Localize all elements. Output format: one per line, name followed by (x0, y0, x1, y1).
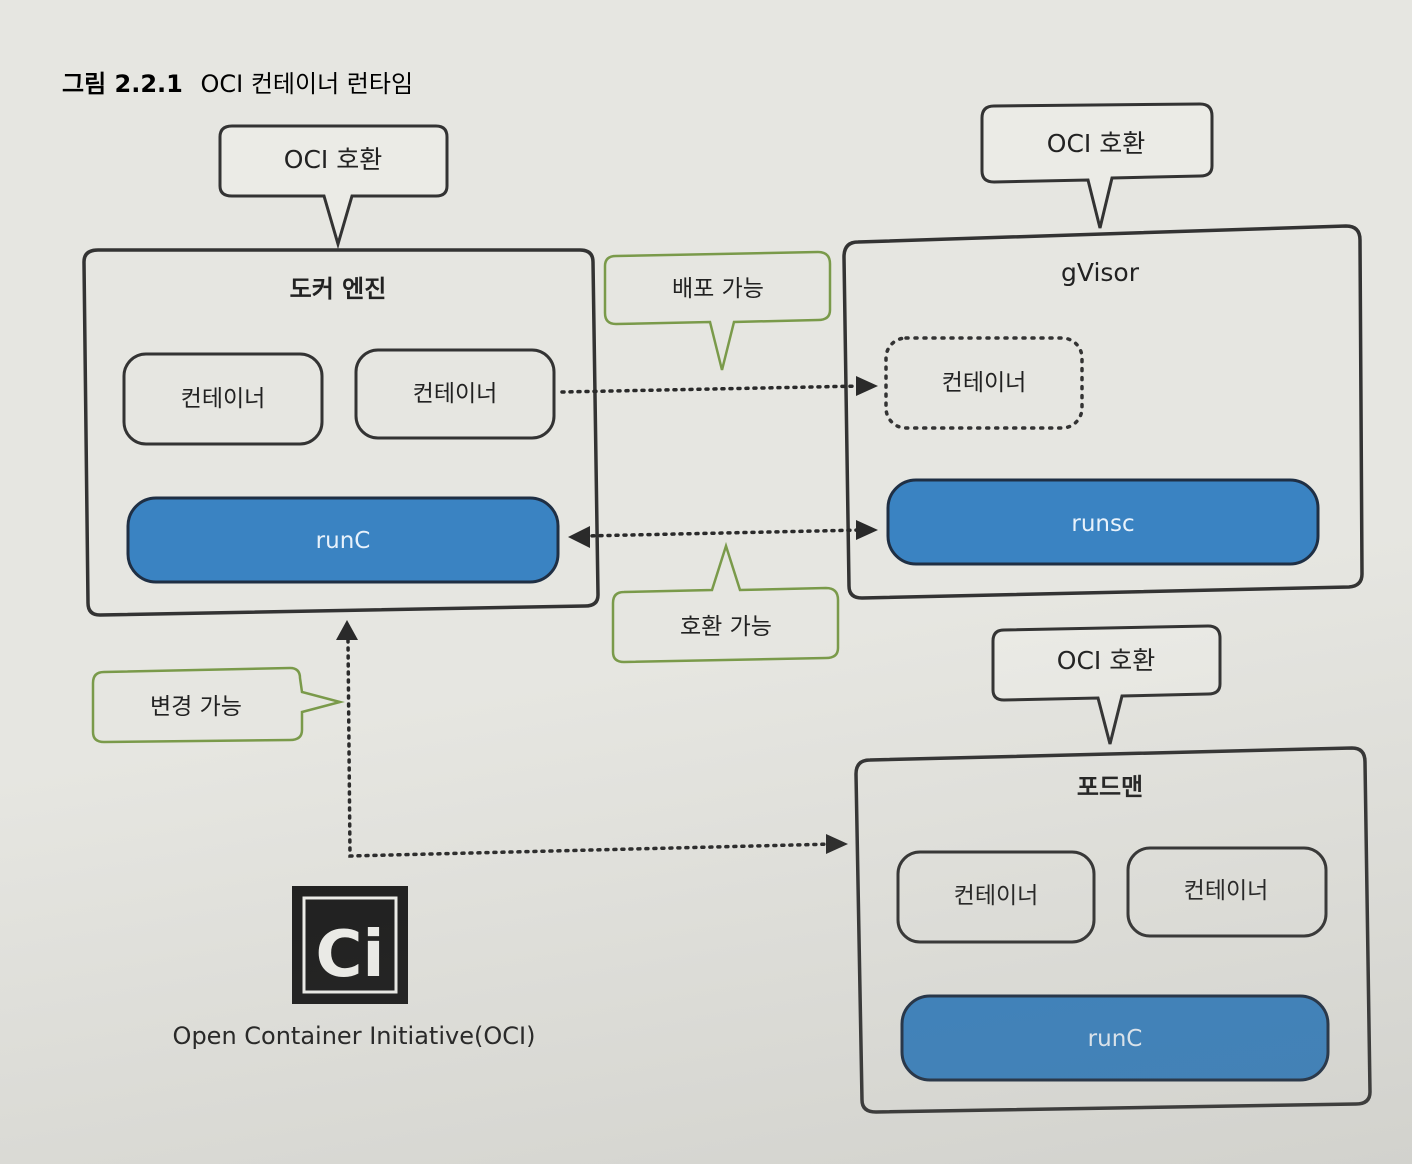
docker-engine-title: 도커 엔진 (290, 275, 387, 303)
oci-logo-glyph: Ci (316, 918, 385, 992)
arrowheads (336, 376, 878, 854)
gvisor-container-label: 컨테이너 (942, 370, 1027, 396)
gvisor-container-box-dotted (884, 336, 1084, 430)
podman-container-box-1 (896, 850, 1096, 944)
docker-runtime-bar (126, 496, 560, 584)
docker-container-box-1 (122, 352, 324, 446)
changeable-arrowhead-up (336, 620, 358, 640)
changeable-callout-text: 변경 가능 (150, 694, 242, 720)
gvisor-runtime-bar (886, 478, 1320, 566)
compatible-callout-text: 호환 가능 (680, 614, 772, 640)
compatible-arrowhead-right (856, 520, 878, 540)
docker-engine-block: 도커 엔진 컨테이너 컨테이너 runC (82, 248, 600, 617)
figure-caption: 그림 2.2.1 OCI 컨테이너 런타임 (62, 70, 413, 98)
docker-container-label-2: 컨테이너 (413, 381, 498, 407)
figure-caption-label: 그림 2.2.1 (62, 70, 183, 98)
deployable-callout: 배포 가능 (603, 250, 832, 371)
gvisor-title: gVisor (1061, 258, 1140, 287)
podman-container-label-2: 컨테이너 (1184, 878, 1269, 904)
oci-logo-label: Open Container Initiative(OCI) (173, 1022, 536, 1050)
podman-runtime-label: runC (1088, 1026, 1143, 1052)
oci-callout-gvisor-text: OCI 호환 (1047, 129, 1145, 158)
podman-runtime-bar (900, 994, 1330, 1082)
docker-container-label-1: 컨테이너 (181, 386, 266, 412)
podman-container-label-1: 컨테이너 (954, 883, 1039, 909)
oci-callout-docker: OCI 호환 (218, 124, 449, 250)
compatible-callout: 호환 가능 (611, 541, 840, 664)
changeable-arrow (346, 638, 836, 858)
deployable-callout-text: 배포 가능 (672, 276, 764, 302)
oci-callout-podman: OCI 호환 (991, 624, 1222, 745)
oci-logo: Ci Open Container Initiative(OCI) (173, 886, 536, 1050)
oci-logo-mark (292, 886, 408, 1004)
oci-callout-docker-text: OCI 호환 (284, 145, 382, 174)
changeable-callout: 변경 가능 (91, 666, 345, 744)
podman-container-box-2 (1126, 846, 1328, 938)
deploy-arrowhead (856, 376, 878, 396)
changeable-arrowhead-right (826, 834, 848, 854)
connectors (346, 384, 864, 858)
docker-runtime-label: runC (316, 528, 371, 554)
podman-block: 포드맨 컨테이너 컨테이너 runC (854, 746, 1372, 1114)
compatible-arrowhead-left (568, 526, 590, 548)
oci-callout-gvisor: OCI 호환 (980, 102, 1214, 229)
deploy-arrow (560, 384, 864, 394)
docker-container-box-2 (354, 348, 556, 440)
compatible-arrow (582, 528, 864, 538)
gvisor-runtime-label: runsc (1071, 511, 1134, 537)
podman-title: 포드맨 (1077, 773, 1143, 801)
gvisor-block: gVisor 컨테이너 runsc (842, 224, 1364, 600)
figure-caption-title: OCI 컨테이너 런타임 (201, 70, 414, 98)
oci-callout-podman-text: OCI 호환 (1057, 646, 1155, 675)
